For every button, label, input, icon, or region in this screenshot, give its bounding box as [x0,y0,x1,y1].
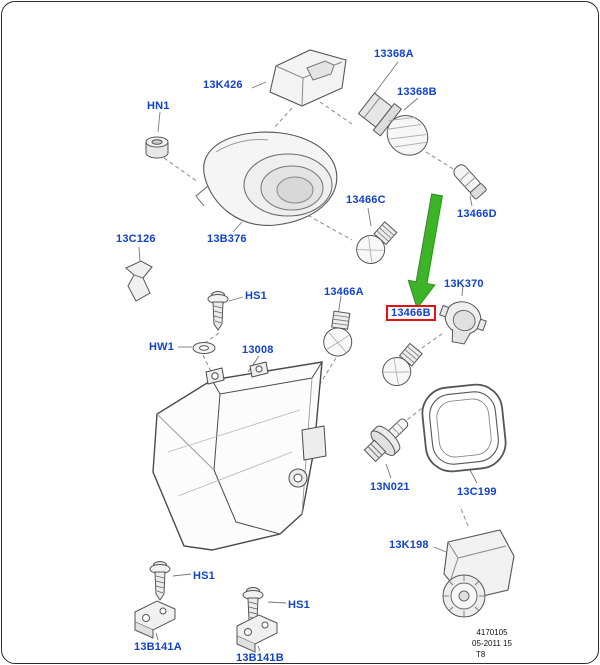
part-label-13368A: 13368A [374,48,414,60]
part-13466B-bulb [376,339,428,392]
part-label-13N021: 13N021 [370,481,410,493]
part-13466D-bulb [453,164,487,200]
part-label-13B376: 13B376 [207,233,247,245]
part-label-13008: 13008 [242,344,274,356]
part-HS1-screw-top [207,291,229,331]
part-13K370-socket [439,301,487,345]
part-label-HS1-top: HS1 [245,290,267,302]
part-label-HN1: HN1 [147,100,170,112]
part-13368B-socket-bulb [357,92,429,156]
part-label-13466C: 13466C [346,194,386,206]
part-HW1-washer [192,342,216,354]
part-13C126-bracket [125,260,153,302]
part-label-13466B-highlighted: 13466B [386,305,436,321]
footer-sheet-code: T8 [476,650,486,660]
part-label-13B141A: 13B141A [134,641,182,653]
footer-part-number: 4170105 [476,628,508,637]
part-HS1-screw-left [149,561,171,601]
part-label-13C126: 13C126 [116,233,156,245]
part-label-13B141B: 13B141B [236,652,284,664]
part-13B141B-bracket [236,614,278,653]
part-13K198-motor [442,529,515,618]
part-13C199-gasket [421,383,507,473]
part-label-13368B: 13368B [397,86,437,98]
part-13466C-bulb [350,217,402,270]
part-13N021-bulb [363,418,409,463]
footer-date-code: 05-2011 15 [472,639,512,649]
part-label-HW1: HW1 [149,341,175,353]
part-label-13466D: 13466D [457,208,497,220]
part-13466A-bulb [321,309,357,359]
part-HN1-nut [145,136,169,159]
part-label-13K426: 13K426 [203,79,243,91]
part-13B141A-bracket [134,600,176,639]
footer-code-block: 4170105 05-2011 15 T8 [461,627,523,661]
part-label-HS1-left: HS1 [193,570,215,582]
part-label-13K370: 13K370 [444,278,484,290]
label-pointer-lines [138,61,478,652]
part-label-HS1-right: HS1 [288,599,310,611]
part-label-13K198: 13K198 [389,539,429,551]
part-13K426-cover [269,49,347,107]
part-13008-headlamp [152,361,327,551]
green-arrow-icon [407,193,443,310]
part-label-13C199: 13C199 [457,486,497,498]
part-label-13466A: 13466A [324,286,364,298]
part-13B376-cover [195,131,338,226]
